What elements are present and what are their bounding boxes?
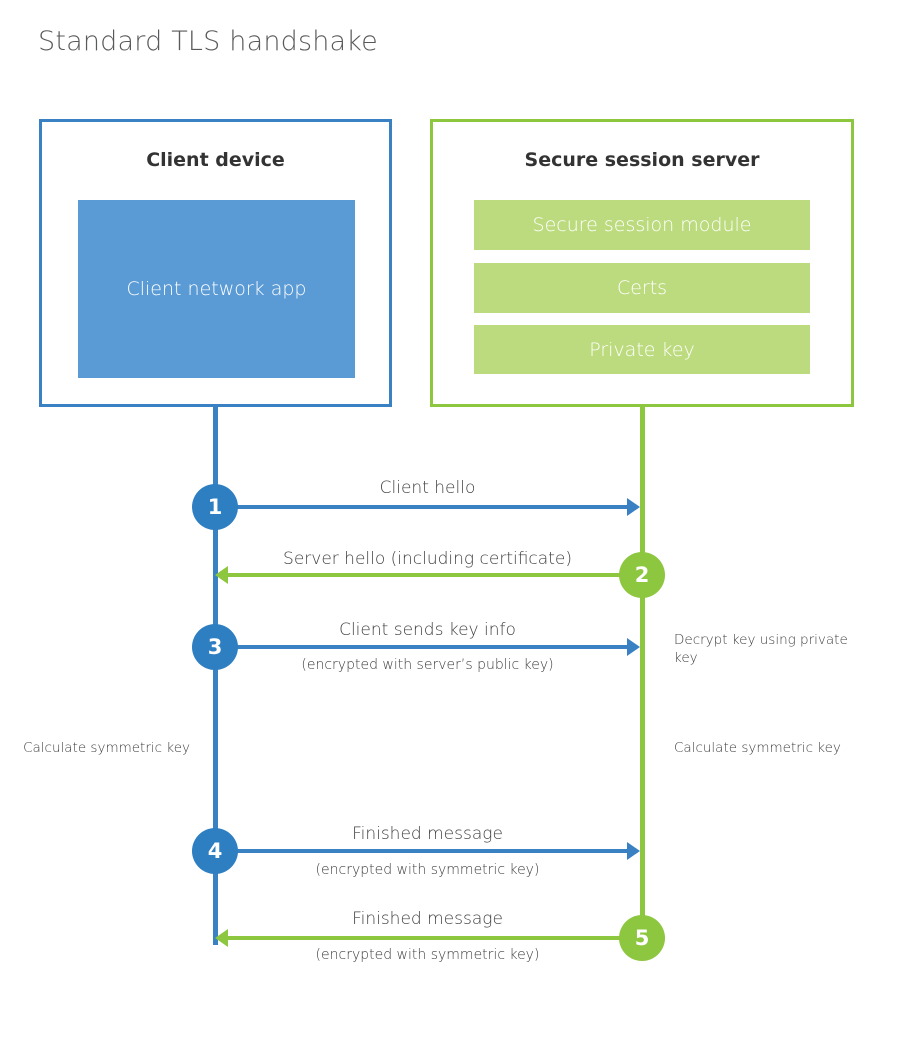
server-block-private-key: Private key	[474, 325, 810, 374]
step-2-circle: 2	[619, 552, 665, 598]
step-5-sublabel: (encrypted with symmetric key)	[315, 947, 540, 963]
step-2-arrow-head-icon	[215, 566, 228, 584]
step-5-arrow-head-icon	[215, 929, 228, 947]
step-5-arrow-line	[228, 936, 640, 940]
step-4-label: Finished message	[352, 824, 503, 844]
client-network-app-block: Client network app	[78, 200, 355, 378]
step-3-arrow-head-icon	[627, 638, 640, 656]
step-4-arrow-line	[215, 849, 628, 853]
step-2-arrow-line	[228, 573, 640, 577]
page-title: Standard TLS handshake	[38, 26, 378, 57]
step-4-sublabel: (encrypted with symmetric key)	[315, 862, 540, 878]
step-3-circle: 3	[192, 624, 238, 670]
client-lifeline	[213, 407, 218, 945]
client-device-title: Client device	[146, 149, 285, 171]
secure-session-server-box: Secure session server Secure session mod…	[430, 119, 854, 407]
step-3-arrow-line	[215, 645, 628, 649]
server-block-secure-session-module: Secure session module	[474, 200, 810, 250]
server-calculate-symmetric-key-note: Calculate symmetric key	[674, 740, 841, 756]
step-4-circle: 4	[192, 828, 238, 874]
server-decrypt-note: Decrypt key using private key	[674, 632, 848, 667]
step-4-arrow-head-icon	[627, 842, 640, 860]
step-3-sublabel: (encrypted with server’s public key)	[301, 657, 554, 673]
step-5-label: Finished message	[352, 909, 503, 929]
server-block-certs: Certs	[474, 263, 810, 313]
step-1-arrow-head-icon	[627, 498, 640, 516]
secure-session-server-title: Secure session server	[524, 149, 760, 171]
step-1-circle: 1	[192, 484, 238, 530]
server-lifeline	[640, 407, 645, 939]
client-device-box: Client device Client network app	[39, 119, 392, 407]
step-3-label: Client sends key info	[339, 620, 516, 640]
client-calculate-symmetric-key-note: Calculate symmetric key	[23, 740, 190, 756]
step-5-circle: 5	[619, 915, 665, 961]
step-1-arrow-line	[215, 505, 628, 509]
step-2-label: Server hello (including certificate)	[283, 549, 572, 569]
step-1-label: Client hello	[379, 478, 476, 498]
